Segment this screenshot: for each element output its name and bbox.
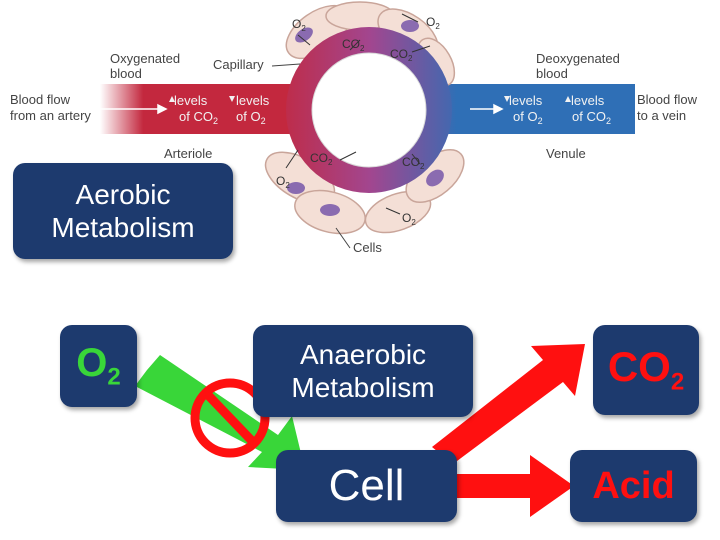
cell-label: Cell	[328, 461, 405, 510]
acid-arrow	[454, 455, 574, 517]
cells-label: Cells	[353, 240, 382, 255]
aerobic-line-2: Metabolism	[51, 212, 195, 243]
flow-arrows	[100, 103, 504, 115]
gas-o2-bottom-left: O2	[276, 174, 290, 190]
carbon-dioxide-label: CO2	[607, 343, 685, 396]
aerobic-metabolism-box: Aerobic Metabolism	[13, 163, 233, 259]
gas-o2-top-left: O2	[292, 17, 306, 33]
capillary-label: Capillary	[213, 57, 264, 72]
cells-pointer	[335, 227, 351, 249]
aerobic-line-1: Aerobic	[75, 179, 171, 210]
anaerobic-line-2: Metabolism	[291, 372, 435, 403]
oxygen-box: O2	[60, 325, 137, 407]
gas-o2-top-right: O2	[426, 15, 440, 31]
anaerobic-metabolism-box: Anaerobic Metabolism	[253, 325, 473, 417]
capillary-lumen	[311, 52, 427, 168]
acid-label: Acid	[592, 464, 675, 507]
gas-co2-top-right: CO2	[390, 47, 413, 63]
level-arrows	[169, 96, 571, 102]
anaerobic-line-1: Anaerobic	[299, 339, 427, 370]
oxygen-label: O2	[76, 340, 121, 391]
no-oxygen-symbol	[190, 378, 270, 458]
venule-label: Venule	[546, 146, 586, 161]
cell-box: Cell	[276, 450, 457, 522]
acid-box: Acid	[570, 450, 697, 522]
gas-o2-bottom-right: O2	[402, 211, 416, 227]
gas-co2-bottom-left: CO2	[310, 151, 333, 167]
carbon-dioxide-box: CO2	[593, 325, 699, 415]
diffusion-arrows	[285, 13, 431, 215]
arteriole-label: Arteriole	[164, 146, 212, 161]
capillary-pointer	[271, 63, 301, 67]
cell-nuclei	[287, 20, 444, 216]
gas-co2-top-left: CO2	[342, 37, 365, 53]
co2-arrow	[432, 344, 585, 464]
